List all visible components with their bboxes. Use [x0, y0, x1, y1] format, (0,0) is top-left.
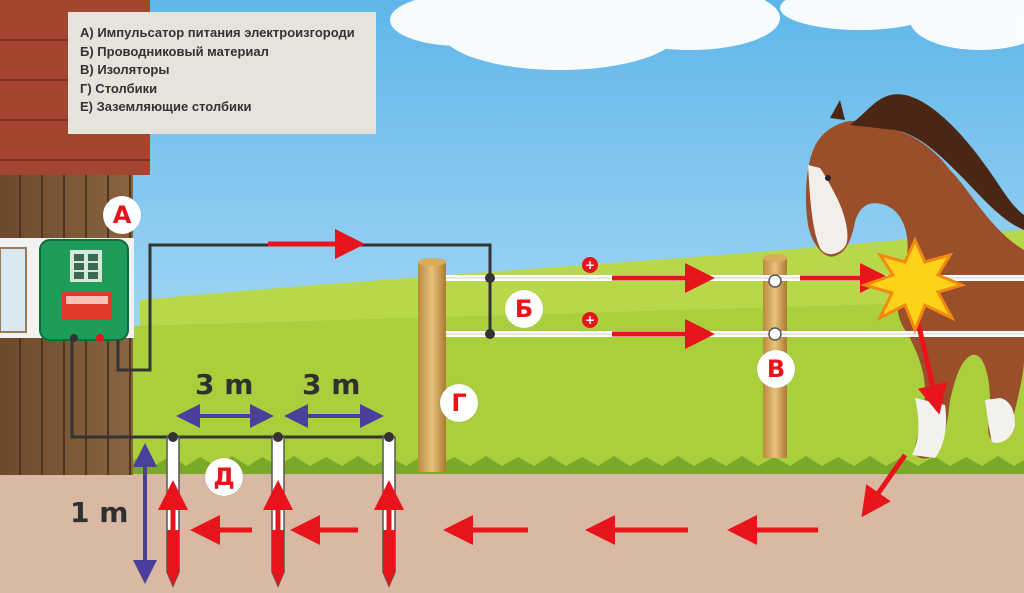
shock-burst-icon — [860, 236, 967, 335]
dimension-arrows — [133, 404, 384, 584]
fence-post-left — [418, 258, 446, 472]
energizer-device — [39, 239, 129, 342]
grass-edge — [0, 456, 1024, 478]
legend-item-insulators: В) Изоляторы — [80, 62, 170, 78]
dimension-label-spacing-1: 3 m — [195, 368, 254, 401]
plus-icon — [582, 312, 598, 328]
current-arrows — [158, 229, 948, 545]
marker-ground-rod: Д — [205, 458, 243, 496]
legend-item-conductor: Б) Проводниковый материал — [80, 43, 269, 59]
plus-icon — [582, 257, 598, 273]
svg-text:+: + — [585, 258, 595, 272]
insulators — [768, 274, 782, 341]
svg-text:+: + — [585, 313, 595, 327]
marker-post: Г — [440, 384, 478, 422]
wire-junctions — [485, 273, 495, 339]
legend-item-ground-rods: Е) Заземляющие столбики — [80, 99, 252, 115]
legend-item-energizer: А) Импульсатор питания электроизгороди — [80, 25, 355, 40]
legend-item-posts: Г) Столбики — [80, 80, 158, 96]
marker-insulator: В — [757, 350, 795, 388]
dimension-label-spacing-2: 3 m — [302, 368, 361, 401]
soil — [0, 474, 1024, 593]
marker-conductor: Б — [505, 290, 543, 328]
clouds — [390, 0, 1024, 70]
polarity-markers: + + — [582, 257, 598, 328]
dimension-label-depth: 1 m — [70, 496, 129, 529]
legend: А) Импульсатор питания электроизгороди Б… — [68, 12, 376, 134]
grass — [0, 300, 1024, 470]
marker-energizer: А — [103, 196, 141, 234]
